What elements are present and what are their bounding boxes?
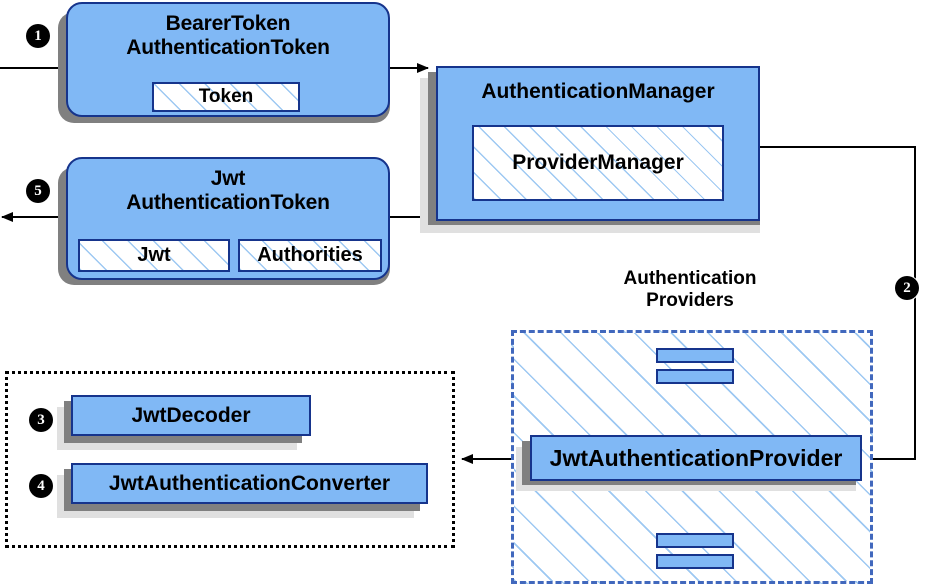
bearer-token-card-title: BearerToken AuthenticationToken — [126, 12, 330, 59]
jwt-token-card-title: Jwt AuthenticationToken — [126, 167, 330, 214]
authentication-manager-chip-provider-manager[interactable]: ProviderManager — [472, 125, 724, 201]
authentication-manager-title: AuthenticationManager — [481, 80, 715, 103]
bearer-token-card[interactable]: BearerToken AuthenticationToken Token — [66, 2, 390, 117]
step-badge-1: 1 — [26, 24, 50, 48]
jwt-token-chip-jwt[interactable]: Jwt — [78, 239, 230, 272]
jwt-authentication-provider-box[interactable]: JwtAuthenticationProvider — [530, 435, 862, 481]
provider-stub-top-1[interactable] — [656, 348, 734, 363]
step-badge-4: 4 — [29, 474, 53, 498]
bearer-token-chip-token[interactable]: Token — [152, 82, 300, 112]
jwt-token-chip-authorities[interactable]: Authorities — [238, 239, 382, 272]
jwt-token-card[interactable]: Jwt AuthenticationToken Jwt Authorities — [66, 157, 390, 280]
authentication-manager-box[interactable]: AuthenticationManager ProviderManager — [436, 66, 760, 221]
step-badge-5: 5 — [26, 179, 50, 203]
step-badge-2: 2 — [895, 276, 919, 300]
provider-stub-bottom-1[interactable] — [656, 533, 734, 548]
provider-stub-top-2[interactable] — [656, 369, 734, 384]
arrow-manager-to-provider — [760, 146, 916, 464]
provider-stub-bottom-2[interactable] — [656, 554, 734, 569]
step-badge-3: 3 — [29, 408, 53, 432]
jwt-decoder-box[interactable]: JwtDecoder — [71, 395, 311, 436]
jwt-authentication-converter-box[interactable]: JwtAuthenticationConverter — [71, 463, 428, 504]
authentication-providers-caption: Authentication Providers — [623, 268, 757, 311]
jwt-support-components-zone — [5, 371, 455, 548]
